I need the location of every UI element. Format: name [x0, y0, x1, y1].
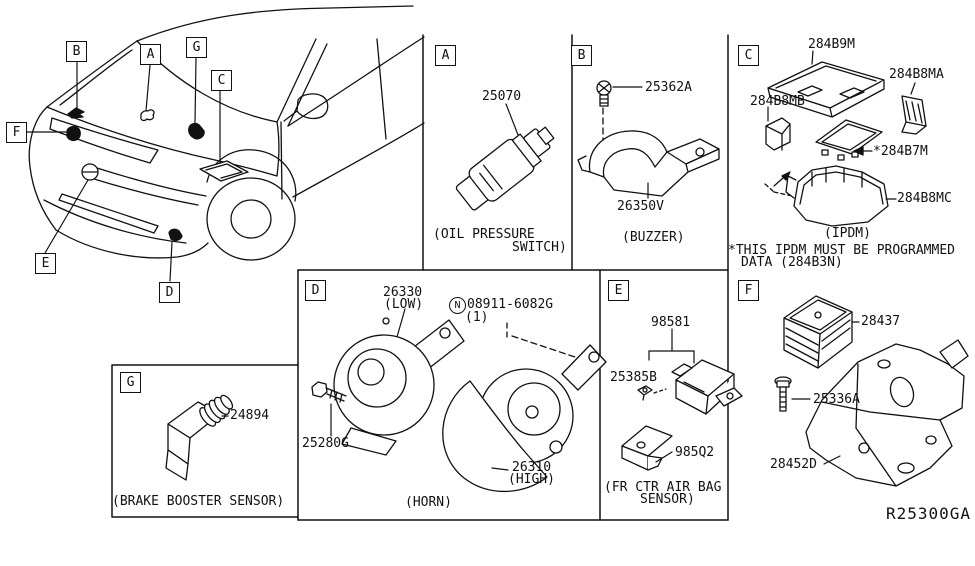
clip-b-marker — [67, 107, 85, 119]
section-d-letter: D — [311, 283, 320, 298]
part-label-nut-qty: (1) — [465, 310, 489, 325]
part-label-25336a: 25336A — [813, 392, 860, 407]
clip-a-marker — [140, 109, 155, 122]
part-label-26310: 26310 — [512, 460, 552, 475]
ipdm-marker — [199, 160, 249, 182]
clip-f-marker — [66, 125, 81, 142]
ipdm-note-line2: DATA (284B3N) — [741, 255, 843, 270]
part-label-284b8mc: 284B8MC — [897, 191, 952, 206]
part-label-08911-6082g: 08911-6082G — [467, 297, 554, 312]
nut-symbol-circle: N — [449, 297, 466, 314]
airbag-sensor-drawing — [621, 328, 743, 471]
caption-airbag-line2: SENSOR) — [640, 492, 695, 507]
car-callout-g: G — [186, 37, 207, 58]
car-callout-a-letter: A — [146, 47, 155, 62]
ipdm-drawing — [764, 50, 927, 227]
car-callout-a: A — [140, 44, 161, 65]
part-label-24894: 24894 — [230, 408, 270, 423]
car-callout-c: C — [211, 70, 232, 91]
horn-drawing — [311, 308, 607, 493]
caption-brake-booster: (BRAKE BOOSTER SENSOR) — [112, 494, 285, 509]
car-callout-e: E — [35, 253, 56, 274]
part-label-284b7m: *284B7M — [873, 144, 928, 159]
part-label-25280g: 25280G — [302, 436, 349, 451]
section-label-d: D — [305, 280, 326, 301]
part-label-284b8mb: 284B8MB — [750, 94, 805, 109]
part-label-25362a: 25362A — [645, 80, 692, 95]
part-label-284b8ma: 284B8MA — [889, 67, 944, 82]
car-callout-g-letter: G — [192, 40, 201, 55]
section-g-letter: G — [126, 375, 135, 390]
caption-oil-pressure-line2: SWITCH) — [512, 240, 567, 255]
car-callout-f: F — [6, 122, 27, 143]
car-callout-e-letter: E — [41, 256, 50, 271]
nut-symbol-letter: N — [454, 300, 461, 311]
part-label-28452d: 28452D — [770, 457, 817, 472]
brake-booster-sensor-drawing — [165, 394, 234, 481]
section-c-letter: C — [744, 48, 753, 63]
buzzer-drawing — [577, 80, 720, 199]
part-label-985q2: 985Q2 — [675, 445, 715, 460]
section-e-letter: E — [614, 283, 623, 298]
section-b-letter: B — [577, 48, 586, 63]
car-callout-c-letter: C — [217, 73, 226, 88]
section-f-letter: F — [744, 283, 753, 298]
section-label-e: E — [608, 280, 629, 301]
car-callout-f-letter: F — [12, 125, 21, 140]
section-label-c: C — [738, 45, 759, 66]
part-label-28437: 28437 — [861, 314, 901, 329]
car-component-markers — [66, 107, 249, 242]
clip-g-marker — [188, 122, 205, 140]
car-callout-b: B — [66, 41, 87, 62]
caption-airbag-line1: (FR CTR AIR BAG — [604, 480, 722, 495]
caption-ipdm: (IPDM) — [824, 226, 871, 241]
fog-sensor-marker — [168, 228, 183, 242]
part-label-25070: 25070 — [482, 89, 522, 104]
car-callout-d: D — [159, 282, 180, 303]
oil-pressure-switch-drawing — [455, 103, 555, 211]
car-callout-d-letter: D — [165, 285, 174, 300]
part-label-25385b: 25385B — [610, 370, 657, 385]
relay-box-drawing — [774, 295, 969, 487]
section-a-letter: A — [441, 48, 450, 63]
caption-oil-pressure-line1: (OIL PRESSURE — [433, 227, 535, 242]
section-label-b: B — [571, 45, 592, 66]
caption-buzzer: (BUZZER) — [622, 230, 685, 245]
part-label-26330: 26330 — [383, 285, 423, 300]
part-label-98581: 98581 — [651, 315, 691, 330]
car-callout-b-letter: B — [72, 44, 81, 59]
car-line-art — [28, 5, 425, 261]
part-label-284b9m: 284B9M — [808, 37, 855, 52]
caption-horn: (HORN) — [405, 495, 452, 510]
section-label-g: G — [120, 372, 141, 393]
section-label-f: F — [738, 280, 759, 301]
part-label-26350v: 26350V — [617, 199, 664, 214]
drawing-ref-code: R25300GA — [886, 504, 972, 523]
car-callout-leaders — [25, 57, 221, 282]
part-label-26310-sub: (HIGH) — [508, 472, 555, 487]
ipdm-note-line1: *THIS IPDM MUST BE PROGRAMMED — [728, 243, 955, 258]
section-label-a: A — [435, 45, 456, 66]
part-label-26330-sub: (LOW) — [384, 297, 424, 312]
section-borders — [111, 34, 729, 521]
